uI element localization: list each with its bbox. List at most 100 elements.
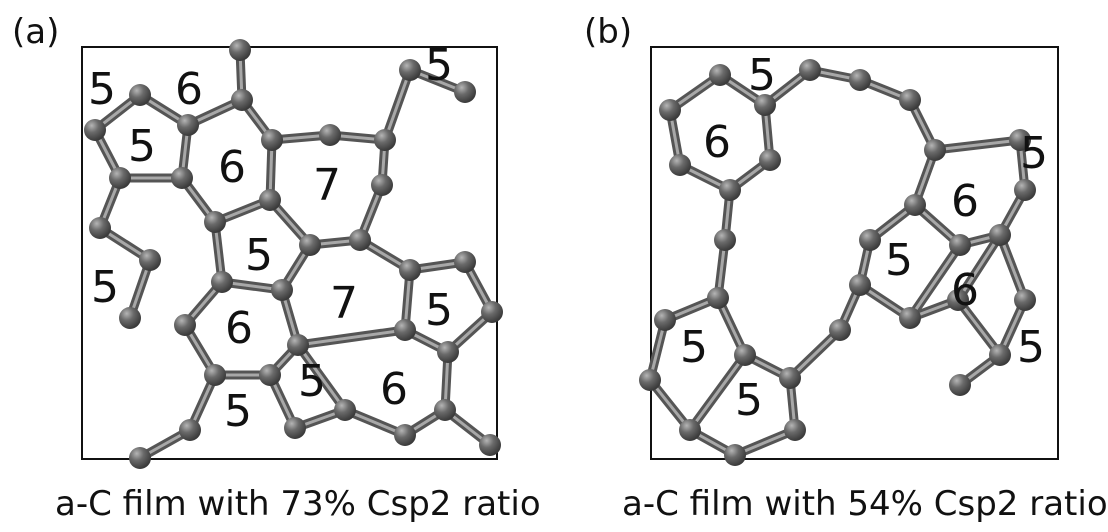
ring-label: 6	[951, 176, 979, 227]
atom	[714, 229, 736, 251]
atom	[231, 89, 253, 111]
atom	[679, 419, 701, 441]
atom	[904, 194, 926, 216]
atom	[204, 364, 226, 386]
ring-label: 5	[425, 285, 453, 336]
ring-label: 5	[245, 230, 273, 281]
ring-label: 6	[175, 64, 203, 115]
atom	[371, 174, 393, 196]
ring-label: 5	[735, 375, 763, 426]
atom	[639, 369, 661, 391]
atom	[394, 424, 416, 446]
atom	[724, 444, 746, 466]
bond-highlight	[296, 328, 407, 347]
atom	[759, 149, 781, 171]
atom	[989, 224, 1011, 246]
atom	[129, 84, 151, 106]
bond-highlight	[956, 298, 1002, 357]
atom	[784, 419, 806, 441]
atom	[287, 334, 309, 356]
atom	[829, 319, 851, 341]
atom	[394, 319, 416, 341]
atom	[174, 314, 196, 336]
atom	[754, 94, 776, 116]
atom	[899, 89, 921, 111]
atom	[179, 419, 201, 441]
bond-highlight	[788, 328, 842, 380]
atom	[299, 234, 321, 256]
ring-label: 5	[128, 121, 156, 172]
atom	[734, 344, 756, 366]
ring-label: 5	[91, 262, 119, 313]
bond-highlight	[956, 233, 1002, 302]
atom	[259, 364, 281, 386]
bond-highlight	[383, 68, 412, 142]
ring-label: 6	[951, 265, 979, 316]
atom	[129, 447, 151, 469]
panel-a-caption: a-C film with 73% Csp2 ratio	[55, 484, 541, 524]
atom	[319, 124, 341, 146]
atom	[669, 154, 691, 176]
atom	[84, 119, 106, 141]
atom	[171, 167, 193, 189]
ring-label: 6	[703, 117, 731, 168]
panel-a-atoms	[84, 39, 503, 469]
atom	[1009, 129, 1031, 151]
structure-diagram: 5 6 5 6 7 5 5 7 5 6 5 6 5 5 5 6 5 6 5 6 …	[81, 39, 1059, 469]
atom	[259, 189, 281, 211]
bond-highlight	[908, 243, 962, 320]
atom	[119, 307, 141, 329]
ring-label: 7	[313, 160, 341, 211]
ring-label: 5	[885, 235, 913, 286]
ring-label: 6	[225, 303, 253, 354]
atom	[949, 234, 971, 256]
atom	[229, 39, 251, 61]
atom	[719, 179, 741, 201]
ring-label: 5	[1020, 128, 1048, 179]
panel-b-caption: a-C film with 54% Csp2 ratio	[622, 484, 1108, 524]
panel-a-box	[81, 46, 498, 460]
atom	[261, 129, 283, 151]
atom	[859, 229, 881, 251]
atom	[899, 307, 921, 329]
ring-label: 6	[218, 142, 246, 193]
atom	[949, 374, 971, 396]
ring-label: 5	[224, 386, 252, 437]
bond-highlight	[296, 343, 347, 412]
atom	[454, 81, 476, 103]
atom	[399, 59, 421, 81]
atom	[437, 341, 459, 363]
atom	[349, 229, 371, 251]
atom	[399, 259, 421, 281]
atom	[481, 301, 503, 323]
ring-label: 5	[680, 322, 708, 373]
atom	[271, 279, 293, 301]
atom	[947, 289, 969, 311]
ring-label: 5	[88, 64, 116, 115]
atom	[434, 399, 456, 421]
atom	[374, 129, 396, 151]
bond-highlight	[998, 233, 1027, 302]
panel-b-box	[650, 46, 1059, 460]
ring-label: 5	[748, 50, 776, 101]
atom	[211, 271, 233, 293]
atom	[709, 64, 731, 86]
atom	[454, 251, 476, 273]
panel-b-label: (b)	[584, 12, 633, 52]
atom	[284, 417, 306, 439]
atom	[139, 249, 161, 271]
atom	[1014, 179, 1036, 201]
atom	[334, 399, 356, 421]
atom	[799, 59, 821, 81]
atom	[1014, 289, 1036, 311]
atom	[654, 309, 676, 331]
ring-label: 5	[298, 356, 326, 407]
atom	[659, 99, 681, 121]
ring-label: 6	[380, 364, 408, 415]
ring-label: 7	[330, 278, 358, 329]
atom	[177, 114, 199, 136]
atom	[479, 434, 501, 456]
atom	[989, 344, 1011, 366]
bond-highlight	[688, 353, 747, 432]
atom	[924, 139, 946, 161]
